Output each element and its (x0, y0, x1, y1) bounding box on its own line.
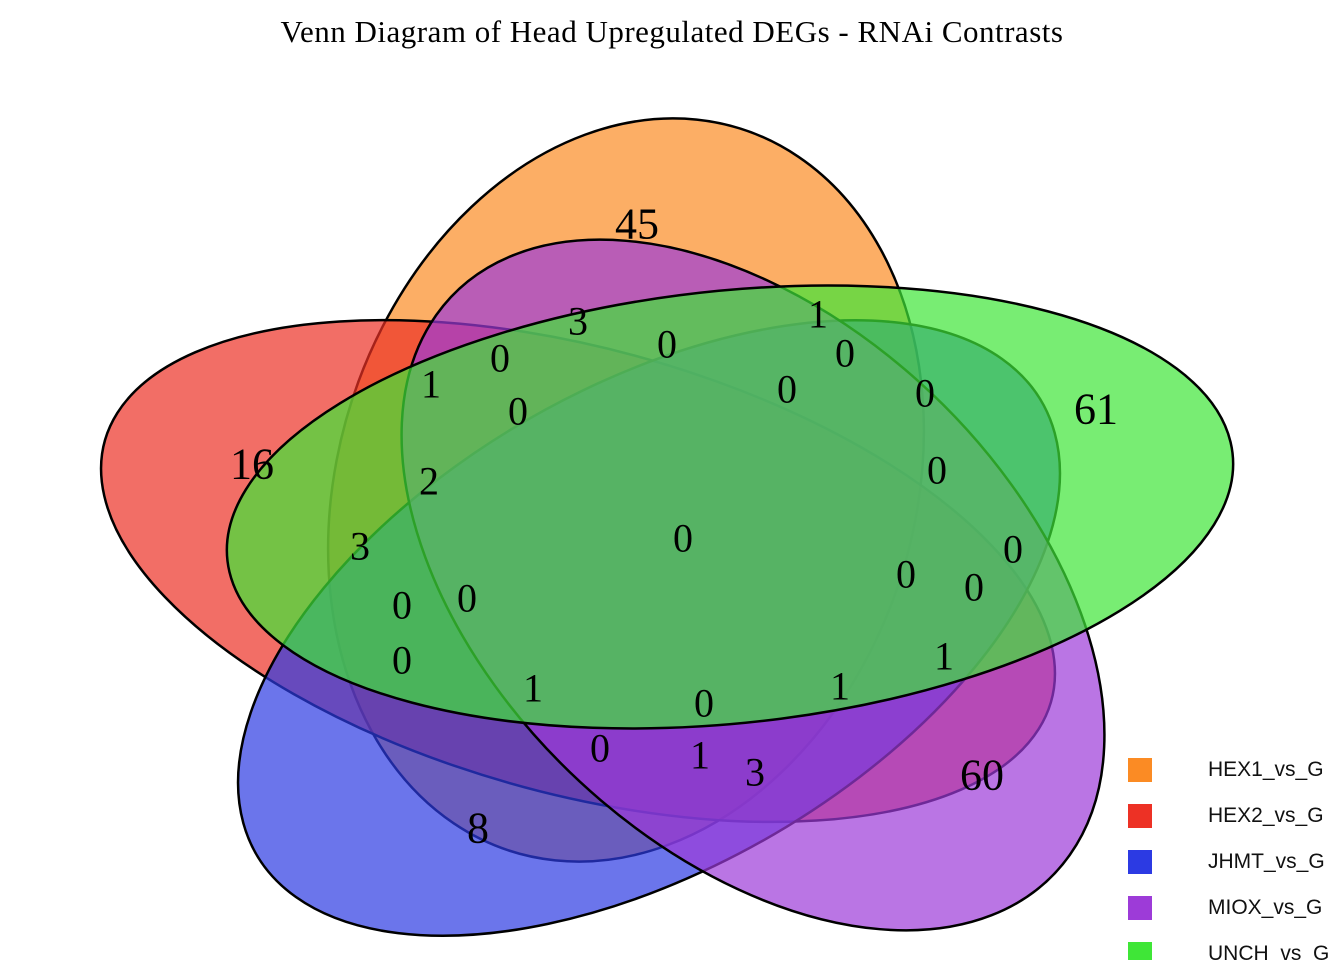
venn-count-label: 0 (392, 583, 412, 628)
venn-count-label: 1 (690, 733, 710, 778)
legend: HEX1_vs_G HEX2_vs_G JHMT_vs_G MIOX_vs_G UNCH… (1128, 758, 1344, 960)
venn-count-label: 0 (694, 681, 714, 726)
legend-item: UNCH_vs_G (1128, 942, 1344, 960)
legend-item: JHMT_vs_G (1128, 850, 1344, 874)
legend-color-swatch-icon (1128, 804, 1152, 828)
venn-count-label: 0 (927, 448, 947, 493)
venn-count-label: 60 (960, 751, 1004, 800)
venn-count-label: 0 (673, 516, 693, 561)
legend-color-swatch-icon (1128, 896, 1152, 920)
venn-count-label: 16 (230, 440, 274, 489)
venn-count-label: 0 (657, 322, 677, 367)
venn-count-label: 2 (419, 459, 439, 504)
legend-item-label: UNCH_vs_G (1208, 942, 1330, 960)
venn-count-label: 45 (615, 200, 659, 249)
legend-item: HEX1_vs_G (1128, 758, 1344, 782)
venn-count-label: 1 (934, 634, 954, 679)
legend-item-label: JHMT_vs_G (1208, 850, 1325, 873)
venn-count-label: 61 (1074, 385, 1118, 434)
venn-ellipse-unch (179, 230, 1282, 783)
chart-title: Venn Diagram of Head Upregulated DEGs - … (280, 14, 1064, 49)
venn-count-label: 1 (421, 362, 441, 407)
venn-count-label: 0 (835, 331, 855, 376)
venn-count-label: 0 (1003, 527, 1023, 572)
venn-count-label: 0 (896, 552, 916, 597)
venn-count-label: 1 (523, 666, 543, 711)
venn-count-label: 0 (590, 726, 610, 771)
venn-count-label: 0 (915, 371, 935, 416)
legend-item: HEX2_vs_G (1128, 804, 1344, 828)
venn-count-label: 3 (350, 524, 370, 569)
legend-color-swatch-icon (1128, 758, 1152, 782)
venn-count-label: 8 (467, 804, 489, 853)
legend-item-label: MIOX_vs_G (1208, 896, 1323, 919)
legend-item-label: HEX2_vs_G (1208, 804, 1324, 827)
legend-color-swatch-icon (1128, 942, 1152, 960)
venn-count-label: 1 (830, 664, 850, 709)
venn-count-label: 0 (777, 367, 797, 412)
venn-count-label: 0 (490, 336, 510, 381)
venn-count-label: 3 (568, 299, 588, 344)
venn-count-label: 0 (964, 565, 984, 610)
venn-count-label: 1 (808, 292, 828, 337)
legend-color-swatch-icon (1128, 850, 1152, 874)
venn-count-label: 3 (745, 750, 765, 795)
venn-count-label: 0 (457, 576, 477, 621)
legend-item: MIOX_vs_G (1128, 896, 1344, 920)
venn-count-label: 0 (392, 638, 412, 683)
legend-item-label: HEX1_vs_G (1208, 758, 1324, 781)
venn-count-label: 0 (508, 389, 528, 434)
